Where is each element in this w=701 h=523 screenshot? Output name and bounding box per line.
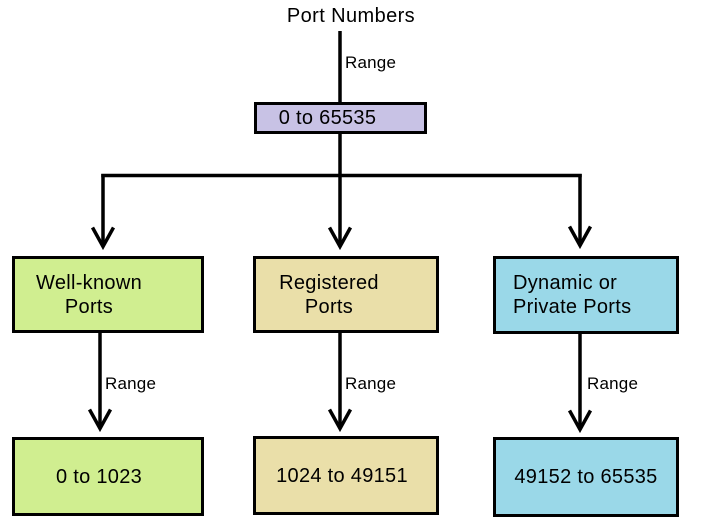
arrowhead-dynamic-icon bbox=[567, 225, 593, 250]
node-registered-range: 1024 to 49151 bbox=[253, 436, 439, 515]
arrowhead-dynamic-range-icon bbox=[567, 409, 593, 434]
arrowhead-registered-icon bbox=[327, 226, 353, 251]
edge-label-registered-range: Range bbox=[345, 374, 397, 393]
diagram-title: Port Numbers bbox=[286, 5, 416, 27]
arrowhead-well-known-range-icon bbox=[87, 408, 113, 433]
node-dynamic-range: 49152 to 65535 bbox=[493, 437, 679, 517]
arrowhead-registered-range-icon bbox=[327, 408, 353, 433]
edge-label-root-range: Range bbox=[345, 53, 397, 72]
node-well-known-ports: Well-known Ports bbox=[12, 256, 204, 333]
node-registered-ports: Registered Ports bbox=[253, 256, 439, 333]
arrowhead-well-known-icon bbox=[90, 226, 116, 251]
edge-label-dynamic-range: Range bbox=[587, 374, 639, 393]
node-well-known-range: 0 to 1023 bbox=[12, 437, 204, 516]
node-root-range: 0 to 65535 bbox=[254, 102, 427, 134]
node-dynamic-private-ports: Dynamic or Private Ports bbox=[493, 256, 679, 334]
connector-group bbox=[87, 31, 593, 434]
edge-label-well-known-range: Range bbox=[105, 374, 157, 393]
